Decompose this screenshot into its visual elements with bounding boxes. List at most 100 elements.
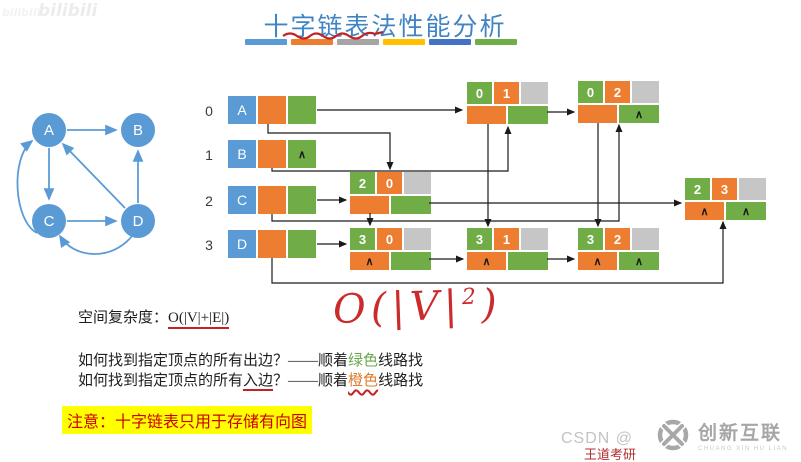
arc-3-1-bottom: ∧ [467,250,548,270]
ptr-c-firstin [271,123,623,222]
logo-name: 创新互联 [698,422,783,444]
arc-2-0-headvex: 0 [377,172,402,194]
node-a-label: A [43,121,54,139]
vertex-c-firstout-cell [288,186,316,214]
arc-0-1-info [521,82,548,104]
arc-0-1-tailvex: 0 [467,82,492,104]
arc-2-0-tailvex: 2 [350,172,375,194]
arc-2-3-info [739,178,766,200]
logo-text-group: 创新互联 CHUANG XIN HU LIAN [698,418,788,452]
edge-d-to-a [61,142,126,209]
vertex-d-firstout-cell [288,230,316,258]
in-edge-question: 如何找到指定顶点的所有入边？——顺着橙色线路找 [78,369,424,391]
arc-2-3-top: 2 3 [685,178,766,200]
arc-3-0-bottom: ∧ [350,250,431,270]
null-pointer: ∧ [700,205,709,218]
vertex-a-firstout-cell [288,96,316,124]
vertex-cell-d: D [228,230,256,258]
graph-node-a: A [32,113,66,147]
handwritten-complexity: O(|V|2) [332,281,502,333]
arc-3-2-headvex: 2 [605,228,630,250]
edge-d-to-c-curve [59,234,133,255]
arc-node-3-0: 3 0 ∧ [350,228,431,270]
page-title: 十字链表法性能分析 [263,14,507,41]
orange-word: 橙色 [348,373,379,389]
arc-2-0-tlink [391,196,431,214]
logo-ring [657,419,689,450]
null-pointer: ∧ [634,255,644,268]
bilibili-watermark: bilibili [38,1,98,21]
note-highlight: 注意：十字链表只用于存储有向图 [62,406,313,434]
node-c-label: C [43,212,55,230]
arc-0-1-bottom [467,104,548,124]
arc-3-0-top: 3 0 [350,228,431,250]
arc-2-3-tailvex: 2 [685,178,710,200]
in-edge-underlined: 入边 [243,373,274,391]
vertex-c-firstin-cell [258,186,286,214]
arc-3-2-tailvex: 3 [578,228,603,250]
arc-3-2-hlink: ∧ [578,252,617,270]
graph-node-d: D [121,204,155,238]
arc-3-0-info [404,228,431,250]
arc-3-1-tlink [508,252,548,270]
arc-3-0-headvex: 0 [377,228,402,250]
arc-3-0-hlink: ∧ [350,252,389,270]
null-pointer: ∧ [482,255,491,268]
out-edge-question: 如何找到指定顶点的所有出边？——顺着绿色线路找 [78,349,423,370]
arc-3-1-hlink: ∧ [467,252,506,270]
arc-2-0-hlink [350,196,389,214]
arc-2-3-hlink: ∧ [685,202,724,220]
csdn-watermark: CSDN @ [561,430,634,447]
csdn-red-watermark: 王道考研 [584,447,637,462]
arc-3-1-info [521,228,548,250]
graph-node-b: B [121,113,155,147]
arc-0-2-tlink: ∧ [619,105,659,123]
arc-2-3-tlink: ∧ [726,202,766,220]
arc-0-1-tlink [508,106,548,124]
accent-bar-orange [291,39,333,45]
vertex-cell-c: C [228,186,256,214]
handwritten-exponent: 2 [461,284,482,311]
arc-0-2-tailvex: 0 [578,81,603,103]
arc-3-0-tlink [391,252,431,270]
vertex-cell-b: B [228,140,256,168]
arc-0-2-top: 0 2 [578,81,659,103]
space-complexity-label: 空间复杂度： [78,310,169,326]
logo-box: 创新互联 CHUANG XIN HU LIAN [646,407,801,462]
vertex-b-firstin-cell [258,140,286,168]
out-question-tail: 线路找 [378,353,424,369]
arc-node-3-2: 3 2 ∧ ∧ [578,228,659,270]
arc-2-0-info [404,172,431,194]
arc-0-2-bottom: ∧ [578,103,659,123]
arc-0-1-headvex: 1 [494,82,519,104]
graph-node-c: C [32,204,66,238]
accent-bar-yellow [383,39,425,45]
null-pointer: ∧ [365,255,374,268]
row-index-2: 2 [205,193,213,209]
arc-3-1-headvex: 1 [494,228,519,250]
arc-3-2-bottom: ∧ ∧ [578,250,659,270]
logo-x [662,423,684,446]
in-question-mid: ？——顺着 [273,373,349,389]
null-pointer: ∧ [593,255,602,268]
arc-0-1-hlink [467,106,506,124]
handwritten-suffix: ) [480,281,503,328]
accent-bar-gray [337,39,379,45]
arc-3-2-info [632,228,659,250]
arc-node-2-0: 2 0 [350,172,431,214]
in-question-tail: 线路找 [378,373,424,389]
bilibili-watermark-ghost: bilibili [2,6,41,19]
arc-3-2-tlink: ∧ [619,252,659,270]
vertex-cell-a: A [228,96,256,124]
arc-2-0-top: 2 0 [350,172,431,194]
arc-2-0-bottom [350,194,431,214]
accent-bar-green [475,39,517,45]
green-word: 绿色 [348,353,379,369]
arc-node-3-1: 3 1 ∧ [467,228,548,270]
row-index-1: 1 [205,147,213,163]
arc-3-0-tailvex: 3 [350,228,375,250]
arc-3-2-top: 3 2 [578,228,659,250]
arc-2-3-bottom: ∧ ∧ [685,200,766,220]
arc-node-2-3: 2 3 ∧ ∧ [685,178,766,220]
